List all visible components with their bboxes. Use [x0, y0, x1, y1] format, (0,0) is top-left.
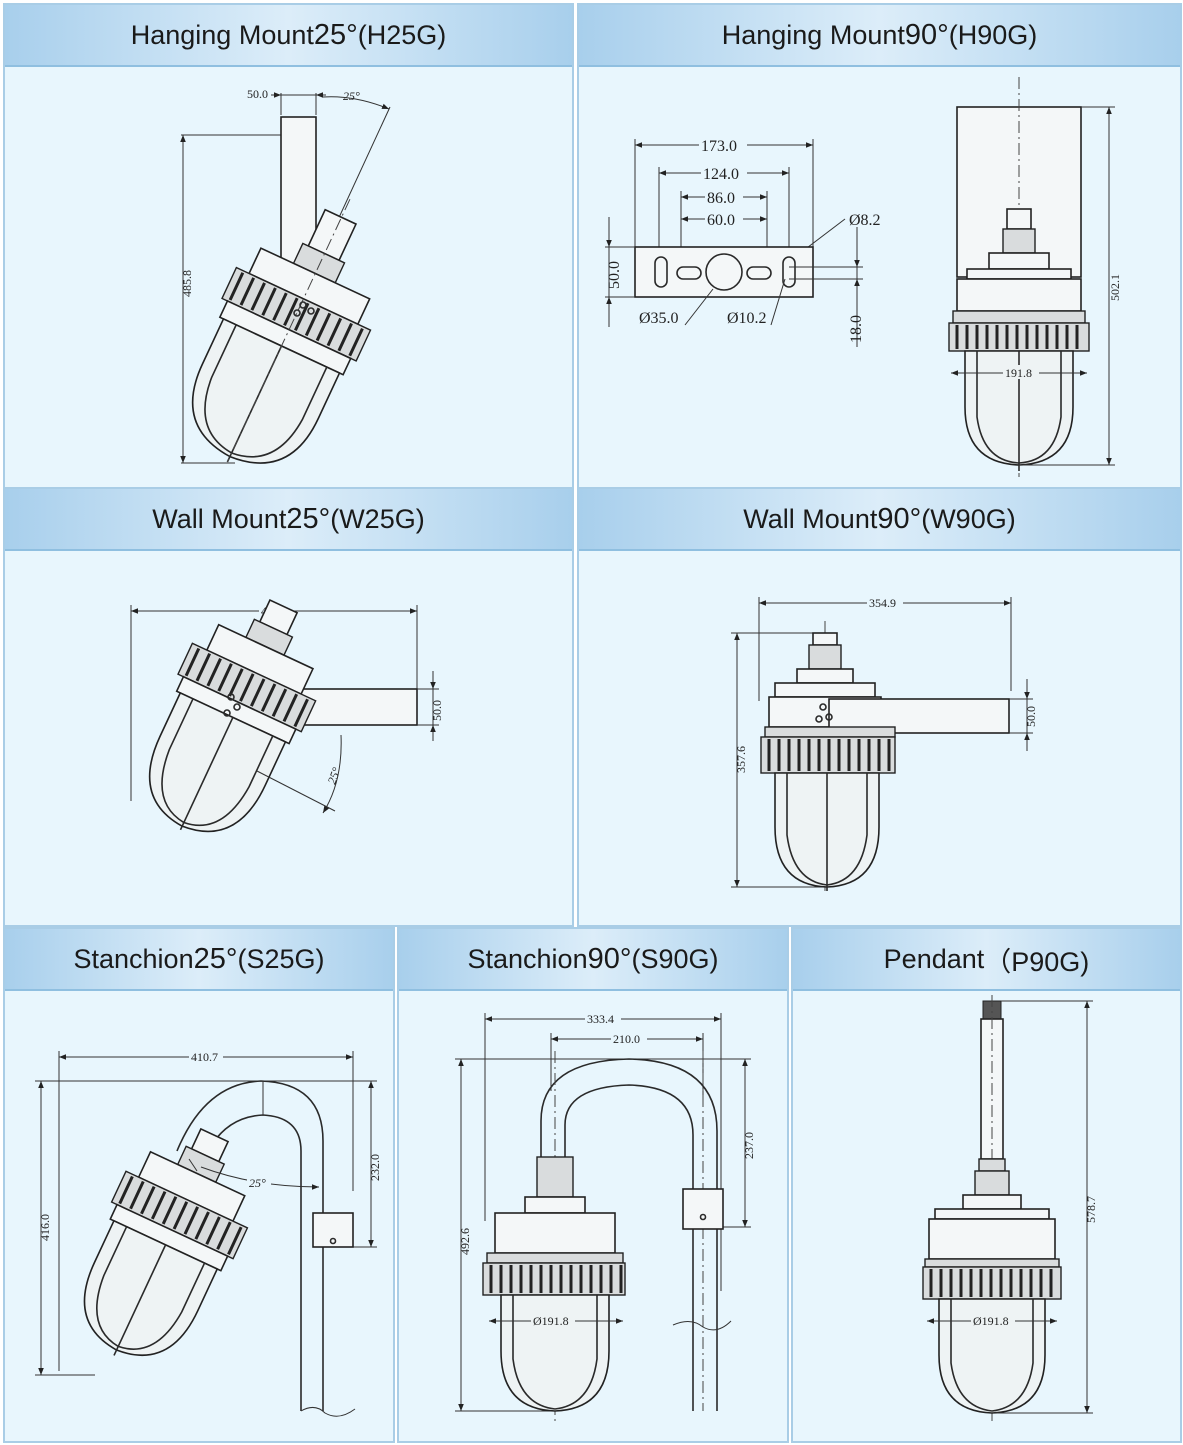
title-text: Stanchion	[73, 943, 194, 974]
title-angle: 25°	[193, 942, 238, 975]
dim-height: 485.8	[180, 270, 194, 297]
dim-w124: 124.0	[703, 166, 739, 183]
panel-h25g: Hanging Mount 25° (H25G) 50.0 25° 485.8	[3, 3, 574, 489]
dim-angle: 25°	[325, 765, 344, 786]
panel-p90g: Pendant（P90G) Ø191.8 57	[791, 927, 1182, 1443]
dim-pipe: 50.0	[247, 87, 268, 101]
s90g-drawing: 333.4 210.0 492.6 237.0	[455, 1011, 756, 1421]
panel-w90g: Wall Mount 90° (W90G) 354.9 357.6	[577, 487, 1182, 927]
title-text: Wall Mount	[743, 503, 878, 534]
dim-d191: 191.8	[1005, 366, 1032, 380]
dim-w86: 86.0	[707, 190, 735, 207]
title-code: (W90G)	[921, 503, 1016, 534]
w25g-drawing: 401.9 50.0 25°	[130, 599, 444, 833]
w90g-drawing: 354.9 357.6 50.0	[731, 595, 1038, 891]
dim-pipe: 50.0	[430, 700, 444, 721]
title-code: (S25G)	[237, 943, 325, 974]
dim-h502: 502.1	[1108, 274, 1122, 301]
panel-title: Wall Mount 25° (W25G)	[5, 489, 572, 551]
title-code: (H90G)	[948, 19, 1038, 50]
title-text: Hanging Mount	[721, 19, 905, 50]
panel-w25g: Wall Mount 25° (W25G) 401.9 50.0	[3, 487, 574, 927]
dim-h18: 18.0	[848, 315, 865, 343]
s25g-drawing: 410.7 416.0 232.0	[35, 1049, 382, 1417]
dim-height: 357.6	[734, 746, 748, 773]
panel-title: Hanging Mount 25° (H25G)	[5, 5, 572, 67]
dim-angle: 25°	[343, 89, 360, 103]
h90g-drawing: 173.0 124.0 86.0 60.0 Ø8.2 50.0 Ø35.0 Ø1…	[605, 77, 1122, 477]
title-text: Stanchion	[467, 943, 588, 974]
title-text: Pendant	[883, 943, 985, 974]
title-angle: 90°	[877, 502, 922, 535]
panel-title: Stanchion 90° (S90G)	[399, 929, 787, 991]
dim-height: 578.7	[1084, 1196, 1098, 1223]
dim-d35: Ø35.0	[639, 310, 679, 327]
dim-h50: 50.0	[606, 261, 623, 289]
dim-w173: 173.0	[701, 138, 737, 155]
dim-w210: 210.0	[613, 1032, 640, 1046]
title-code: (S90G)	[631, 943, 719, 974]
dim-dia: Ø191.8	[973, 1314, 1009, 1328]
title-angle: 25°	[286, 502, 331, 535]
panel-s25g: Stanchion 25° (S25G) 410.7 416.0 232.0	[3, 927, 395, 1443]
dim-angle: 25°	[249, 1176, 266, 1190]
dim-h232: 232.0	[368, 1154, 382, 1181]
panel-s90g: Stanchion 90° (S90G) 333.4 210.0 492.6 2…	[397, 927, 789, 1443]
panel-h90g: Hanging Mount 90° (H90G) 173.0 124.0 86.…	[577, 3, 1182, 489]
p90g-drawing: Ø191.8 578.7	[922, 995, 1098, 1421]
title-code: （P90G)	[984, 946, 1090, 977]
dim-dia: Ø191.8	[533, 1314, 569, 1328]
title-code: (W25G)	[330, 503, 425, 534]
panel-title: Stanchion 25° (S25G)	[5, 929, 393, 991]
dim-width: 410.7	[191, 1050, 218, 1064]
h25g-drawing: 50.0 25° 485.8	[180, 87, 391, 464]
dim-d82: Ø8.2	[849, 212, 881, 229]
dim-w60: 60.0	[707, 212, 735, 229]
title-angle: 90°	[587, 942, 632, 975]
title-angle: 90°	[904, 18, 949, 51]
panel-title: Hanging Mount 90° (H90G)	[579, 5, 1180, 67]
dim-pipe: 50.0	[1024, 706, 1038, 727]
dim-w333: 333.4	[587, 1012, 614, 1026]
title-code: (H25G)	[357, 19, 447, 50]
title-text: Wall Mount	[152, 503, 287, 534]
dim-h237: 237.0	[742, 1132, 756, 1159]
panel-title: Wall Mount 90° (W90G)	[579, 489, 1180, 551]
panel-title: Pendant（P90G)	[793, 929, 1180, 991]
dim-height: 492.6	[458, 1228, 472, 1255]
dim-d102: Ø10.2	[727, 310, 767, 327]
dim-height: 416.0	[38, 1214, 52, 1241]
dim-width: 354.9	[869, 596, 896, 610]
title-text: Hanging Mount	[130, 19, 314, 50]
title-angle: 25°	[313, 18, 358, 51]
